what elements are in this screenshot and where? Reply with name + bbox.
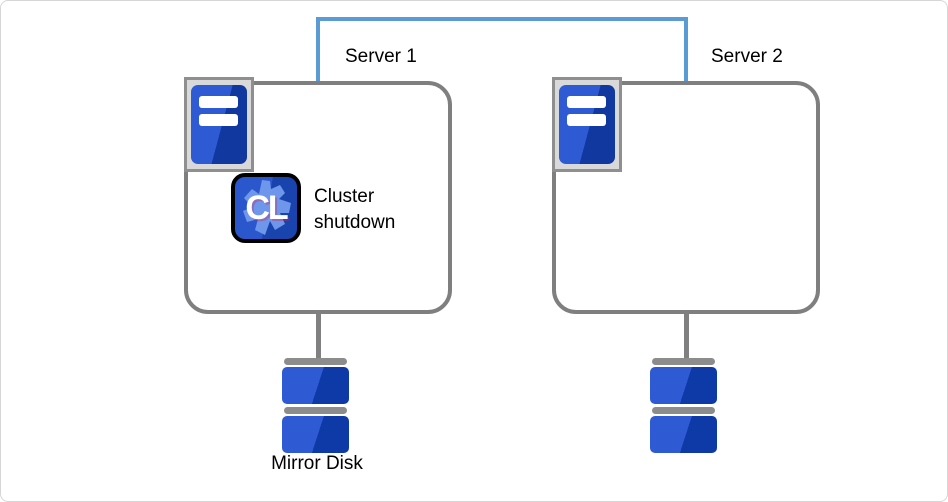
disk-platter [282,367,349,404]
server2-tower-icon [552,77,622,172]
disk-cap [652,407,715,414]
mirror-disk-icon-right [650,358,717,453]
tower-slot-bar [567,114,606,126]
disk-cap [284,358,347,365]
disk-platter [282,416,349,453]
server2-label: Server 2 [711,46,783,67]
mirror-disk-icon-left [282,358,349,453]
tower-body [191,85,247,164]
server2-disk-connector [684,310,689,362]
tower-slot-bar [199,96,238,108]
tower-slot-bar [567,96,606,108]
disk-cap [284,407,347,414]
server1-tower-icon [184,77,254,172]
tower-body [559,85,615,164]
disk-platter [650,416,717,453]
cluster-action-line2: shutdown [314,212,396,233]
cluster-action-line1: Cluster [314,186,375,207]
server1-label: Server 1 [345,46,417,67]
cluster-badge-text: CL [245,188,288,227]
tower-slot-bar [199,114,238,126]
mirror-disk-label: Mirror Disk [271,453,363,474]
server-interconnect-line [316,17,688,81]
disk-cap [652,358,715,365]
cluster-action-label: Cluster shutdown [314,184,395,236]
disk-platter [650,367,717,404]
server1-disk-connector [316,310,321,362]
cluster-cl-icon: CL [231,173,301,243]
cluster-splat-shape [243,180,291,235]
